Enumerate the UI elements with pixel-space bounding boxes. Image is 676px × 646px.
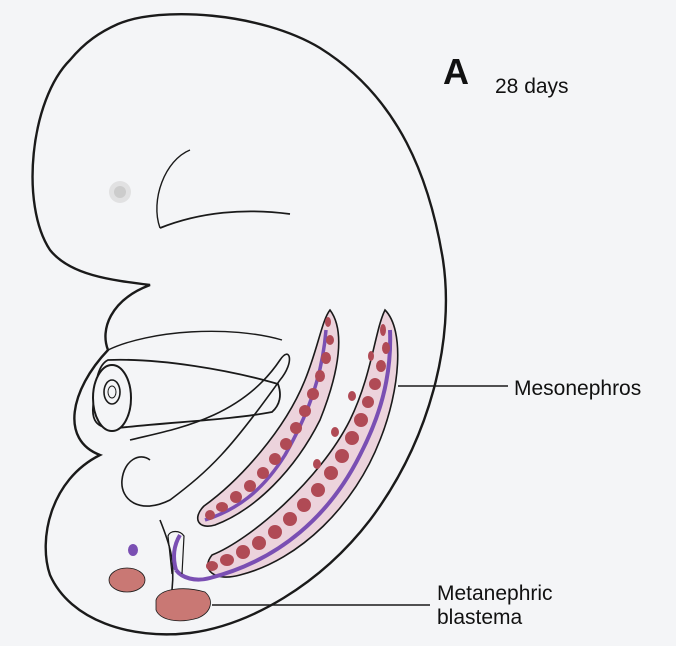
metanephric-blastema-left	[109, 568, 145, 592]
mesonephros-label: Mesonephros	[514, 377, 641, 400]
metanephric-label-line2: blastema	[437, 606, 522, 629]
umbilical-lumen-inner	[108, 386, 116, 398]
metanephric-label-line1: Metanephric	[437, 582, 553, 605]
stage-label: 28 days	[495, 76, 569, 97]
otic-placode-center	[114, 186, 126, 198]
metanephric-blastema	[156, 589, 210, 621]
panel-letter: A	[443, 54, 469, 90]
cloaca-blob	[128, 544, 138, 556]
